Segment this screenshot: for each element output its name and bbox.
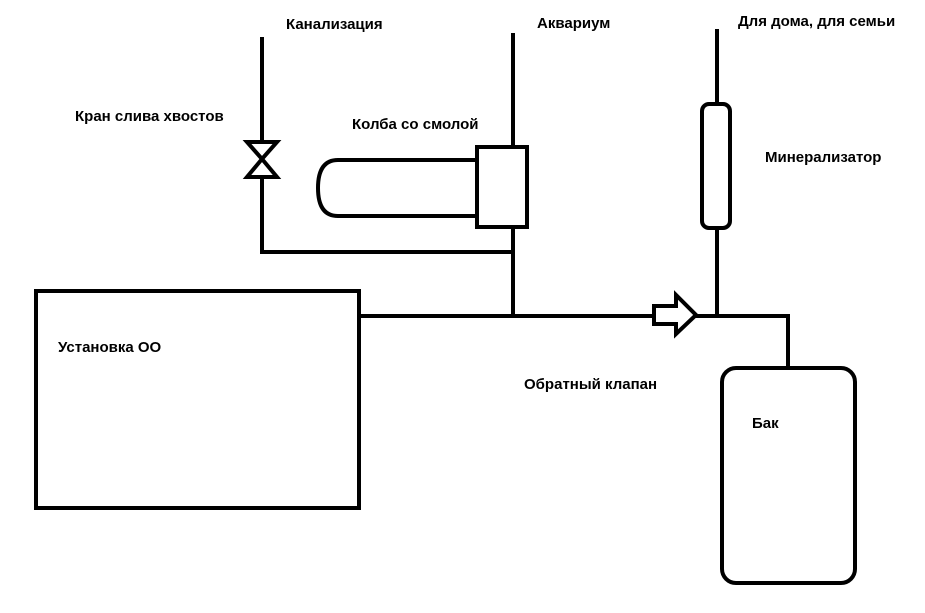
home-label: Для дома, для семьи (738, 13, 896, 30)
resin-flask-head (475, 145, 529, 229)
mineralizer-label: Минерализатор (765, 149, 882, 166)
aquarium-label: Аквариум (537, 15, 611, 32)
main-pipe-right (694, 314, 790, 368)
sewer-label: Канализация (286, 16, 383, 33)
resin-flask-label: Колба со смолой (352, 116, 479, 133)
ro-unit-label: Установка ОО (58, 339, 162, 356)
check-valve-label: Обратный клапан (524, 376, 658, 393)
tank-label: Бак (752, 415, 779, 432)
mineralizer-body (700, 102, 732, 230)
drain-valve-label: Кран слива хвостов (75, 108, 224, 125)
sewer-pipe (260, 37, 513, 254)
check-valve-icon (652, 290, 699, 339)
tank-body (720, 366, 857, 585)
drain-valve-icon (242, 140, 282, 179)
ro-unit-box (34, 289, 361, 510)
resin-flask-body (315, 158, 475, 218)
